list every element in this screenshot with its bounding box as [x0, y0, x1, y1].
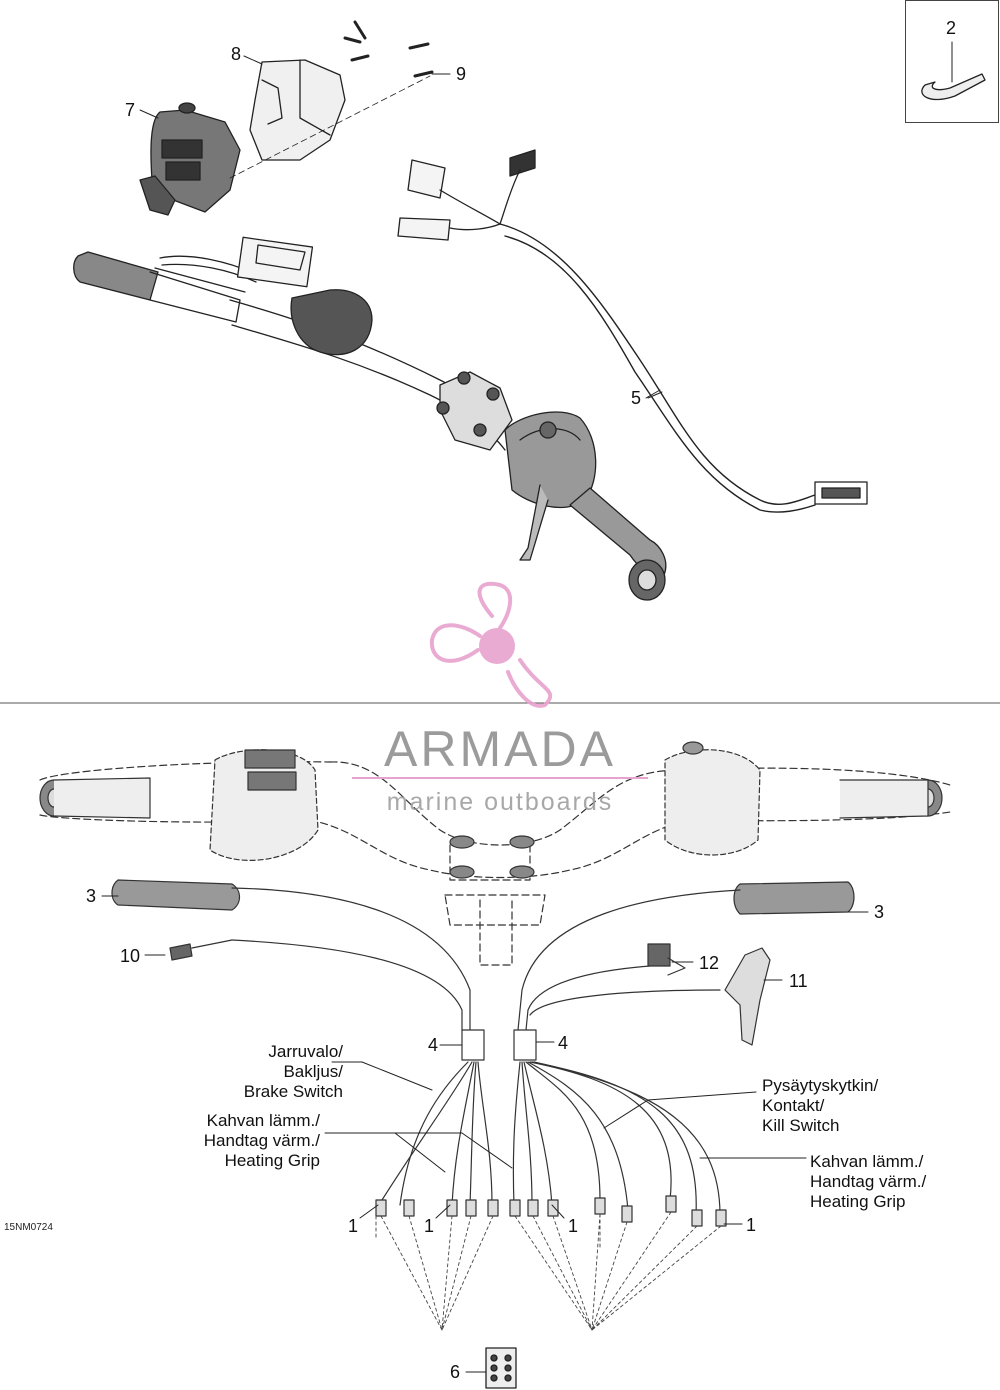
- callout-5: 5: [631, 388, 642, 408]
- zip-tie-inset-drawing: [921, 41, 986, 101]
- callout-11: 11: [789, 971, 808, 991]
- zip-tie-inset-frame: [905, 0, 999, 123]
- callout-4-left: 4: [428, 1035, 439, 1055]
- label-brake-switch: Jarruvalo/ Bakljus/ Brake Switch: [243, 1042, 343, 1101]
- callout-1-d: 1: [746, 1215, 757, 1235]
- watermark-rule: [352, 777, 648, 779]
- callout-3-left: 3: [86, 886, 97, 906]
- label-heating-grip-left: Kahvan lämm./ Handtag värm./ Heating Gri…: [203, 1111, 320, 1170]
- label-heating-grip-right: Kahvan lämm./ Handtag värm./ Heating Gri…: [810, 1152, 927, 1211]
- label-kill-switch: Pysäytyskytkin/ Kontakt/ Kill Switch: [762, 1076, 879, 1135]
- handlebar-top-drawing: [73, 20, 868, 601]
- leader-lines: [101, 55, 869, 1373]
- callout-8: 8: [231, 44, 242, 64]
- callout-1-a: 1: [348, 1216, 359, 1236]
- pin-routing-lines: [375, 1211, 722, 1331]
- callout-3-right: 3: [874, 902, 885, 922]
- callout-6: 6: [450, 1362, 461, 1382]
- watermark-subtitle: marine outboards: [386, 788, 614, 816]
- callout-12: 12: [699, 953, 720, 973]
- callout-9: 9: [456, 64, 467, 84]
- propeller-logo-icon: [429, 581, 553, 708]
- connector-6-drawing: [485, 1347, 517, 1389]
- callout-10: 10: [120, 946, 141, 966]
- callout-4-right: 4: [558, 1033, 569, 1053]
- callout-2: 2: [946, 18, 957, 38]
- callout-1-c: 1: [568, 1216, 579, 1236]
- watermark-title: ARMADA: [384, 721, 616, 777]
- document-id: 15NM0724: [4, 1222, 53, 1233]
- callout-1-b: 1: [424, 1216, 435, 1236]
- callout-7: 7: [125, 100, 136, 120]
